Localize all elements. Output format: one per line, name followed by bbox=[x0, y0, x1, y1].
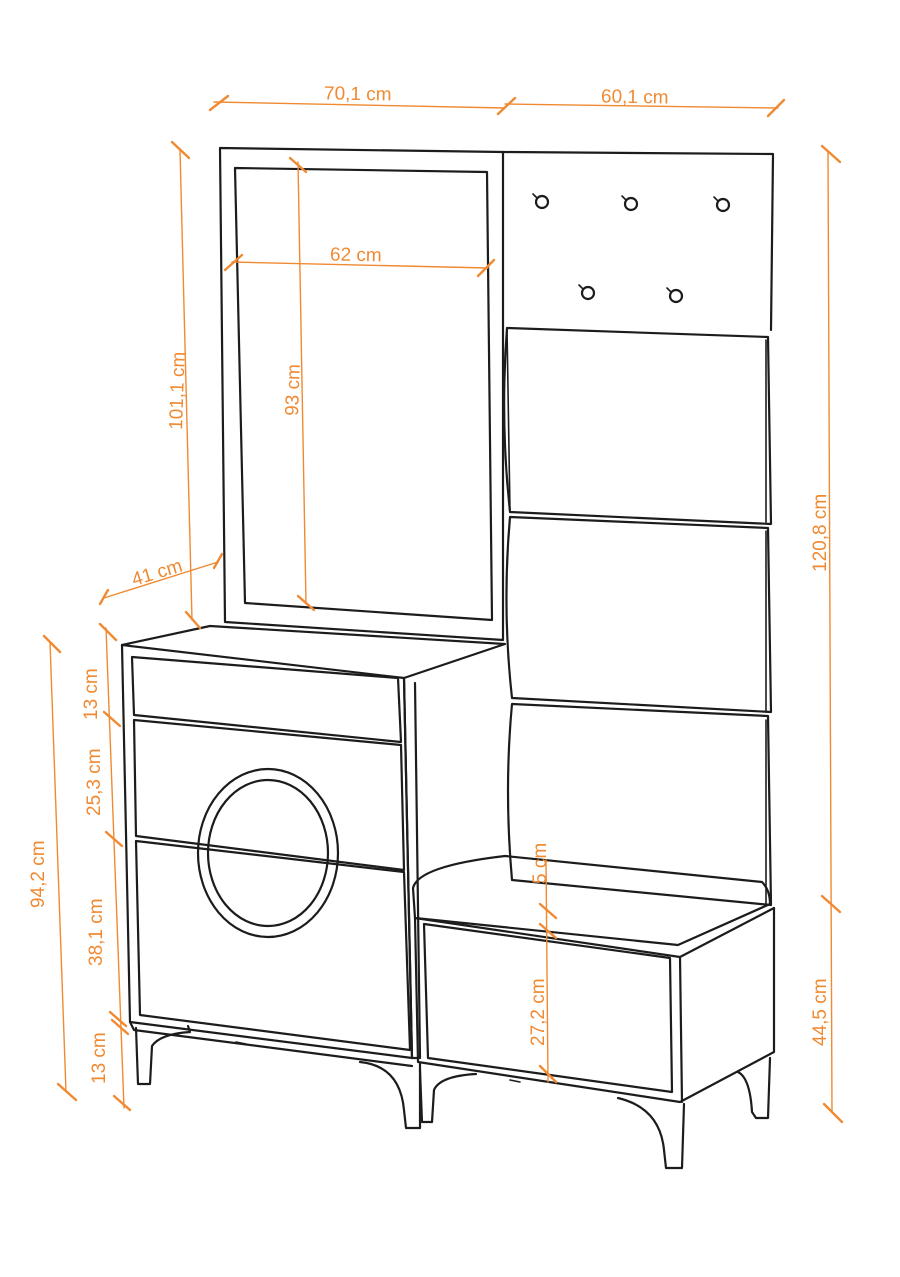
wall-cushions bbox=[503, 326, 773, 907]
label-legs: 13 cm bbox=[89, 1032, 110, 1084]
coat-panel bbox=[501, 150, 775, 332]
legs bbox=[134, 1024, 772, 1170]
label-bench-drawer: 27,2 cm bbox=[528, 978, 549, 1046]
round-door-mirror-icon bbox=[196, 767, 340, 939]
label-width-right: 60,1 cm bbox=[601, 86, 669, 108]
dimension-lines bbox=[42, 94, 844, 1124]
label-door-lower: 38,1 cm bbox=[86, 898, 107, 966]
label-width-left: 70,1 cm bbox=[324, 83, 392, 105]
bench bbox=[411, 854, 776, 1104]
label-height-total: 120,8 cm bbox=[810, 494, 831, 572]
label-height-cabinet: 94,2 cm bbox=[28, 840, 49, 908]
mirror bbox=[218, 146, 505, 642]
label-height-upper: 101,1 cm bbox=[166, 351, 190, 430]
furniture-outline bbox=[120, 146, 776, 1170]
label-door-upper: 25,3 cm bbox=[84, 748, 105, 816]
label-mirror-width: 62 cm bbox=[330, 244, 382, 266]
dimension-labels: 70,1 cm 60,1 cm 62 cm 93 cm 101,1 cm 41 … bbox=[28, 83, 831, 1084]
label-drawer-top: 13 cm bbox=[81, 668, 102, 720]
label-bench-height: 44,5 cm bbox=[810, 978, 831, 1046]
coat-hook-icon bbox=[532, 193, 731, 304]
label-depth: 41 cm bbox=[129, 556, 185, 591]
label-cushion: 5 cm bbox=[530, 843, 551, 884]
cabinet bbox=[120, 624, 507, 1068]
label-mirror-height: 93 cm bbox=[282, 364, 305, 416]
